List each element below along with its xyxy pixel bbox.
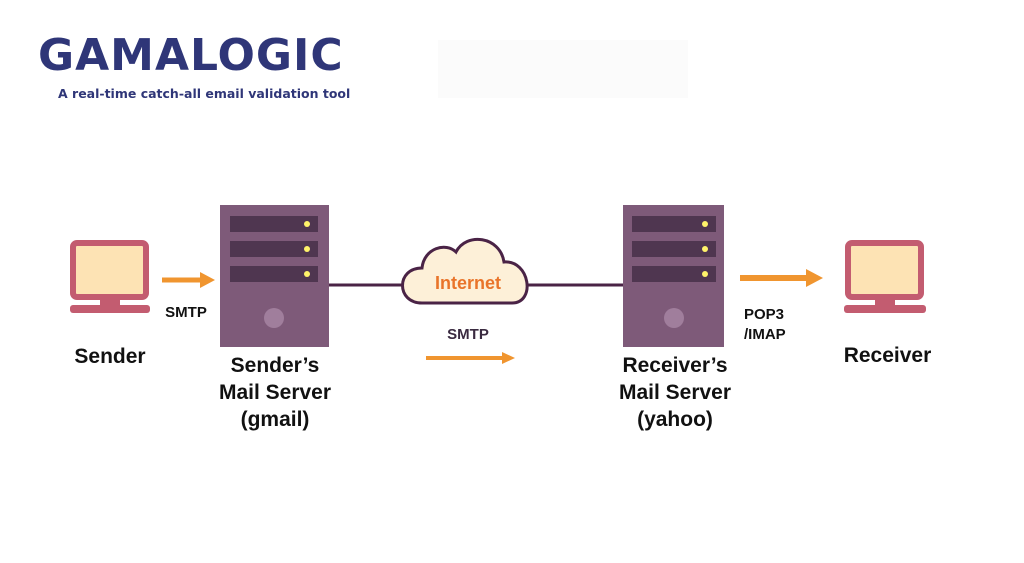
- protocol-label-server-smtp: SMTP: [447, 326, 489, 343]
- receiver-server-label: Receiver’s Mail Server (yahoo): [595, 352, 755, 433]
- sender-server-label-line1: Sender’s: [230, 354, 320, 377]
- placeholder-box: [438, 40, 688, 98]
- arrow-sender-to-server: [162, 272, 215, 288]
- protocol-label-sender-smtp: SMTP: [165, 304, 207, 321]
- receiver-server-label-line3: (yahoo): [637, 408, 713, 431]
- protocol-label-pop3-imap: POP3 /IMAP: [744, 305, 814, 345]
- internet-cloud-icon: [401, 237, 529, 305]
- receiver-server-icon: [623, 205, 724, 347]
- protocol-label-pop3: POP3: [744, 306, 785, 323]
- internet-label: Internet: [434, 273, 501, 293]
- sender-server-label-line3: (gmail): [240, 408, 310, 431]
- sender-server-label: Sender’s Mail Server (gmail): [200, 352, 350, 433]
- receiver-server-label-line1: Receiver’s: [622, 354, 728, 377]
- protocol-label-imap: /IMAP: [744, 326, 786, 343]
- receiver-server-label-line2: Mail Server: [618, 381, 732, 404]
- sender-server-label-line2: Mail Server: [218, 381, 332, 404]
- arrow-server-to-server: [426, 352, 515, 364]
- arrow-server-to-receiver: [740, 269, 823, 287]
- receiver-computer-icon: [844, 240, 926, 313]
- sender-server-icon: [220, 205, 329, 347]
- sender-label: Sender: [74, 345, 146, 368]
- sender-computer-icon: [70, 240, 150, 313]
- logo-tagline: A real-time catch-all email validation t…: [58, 86, 351, 101]
- logo-title: GAMALOGIC: [38, 30, 344, 81]
- receiver-label: Receiver: [843, 344, 932, 367]
